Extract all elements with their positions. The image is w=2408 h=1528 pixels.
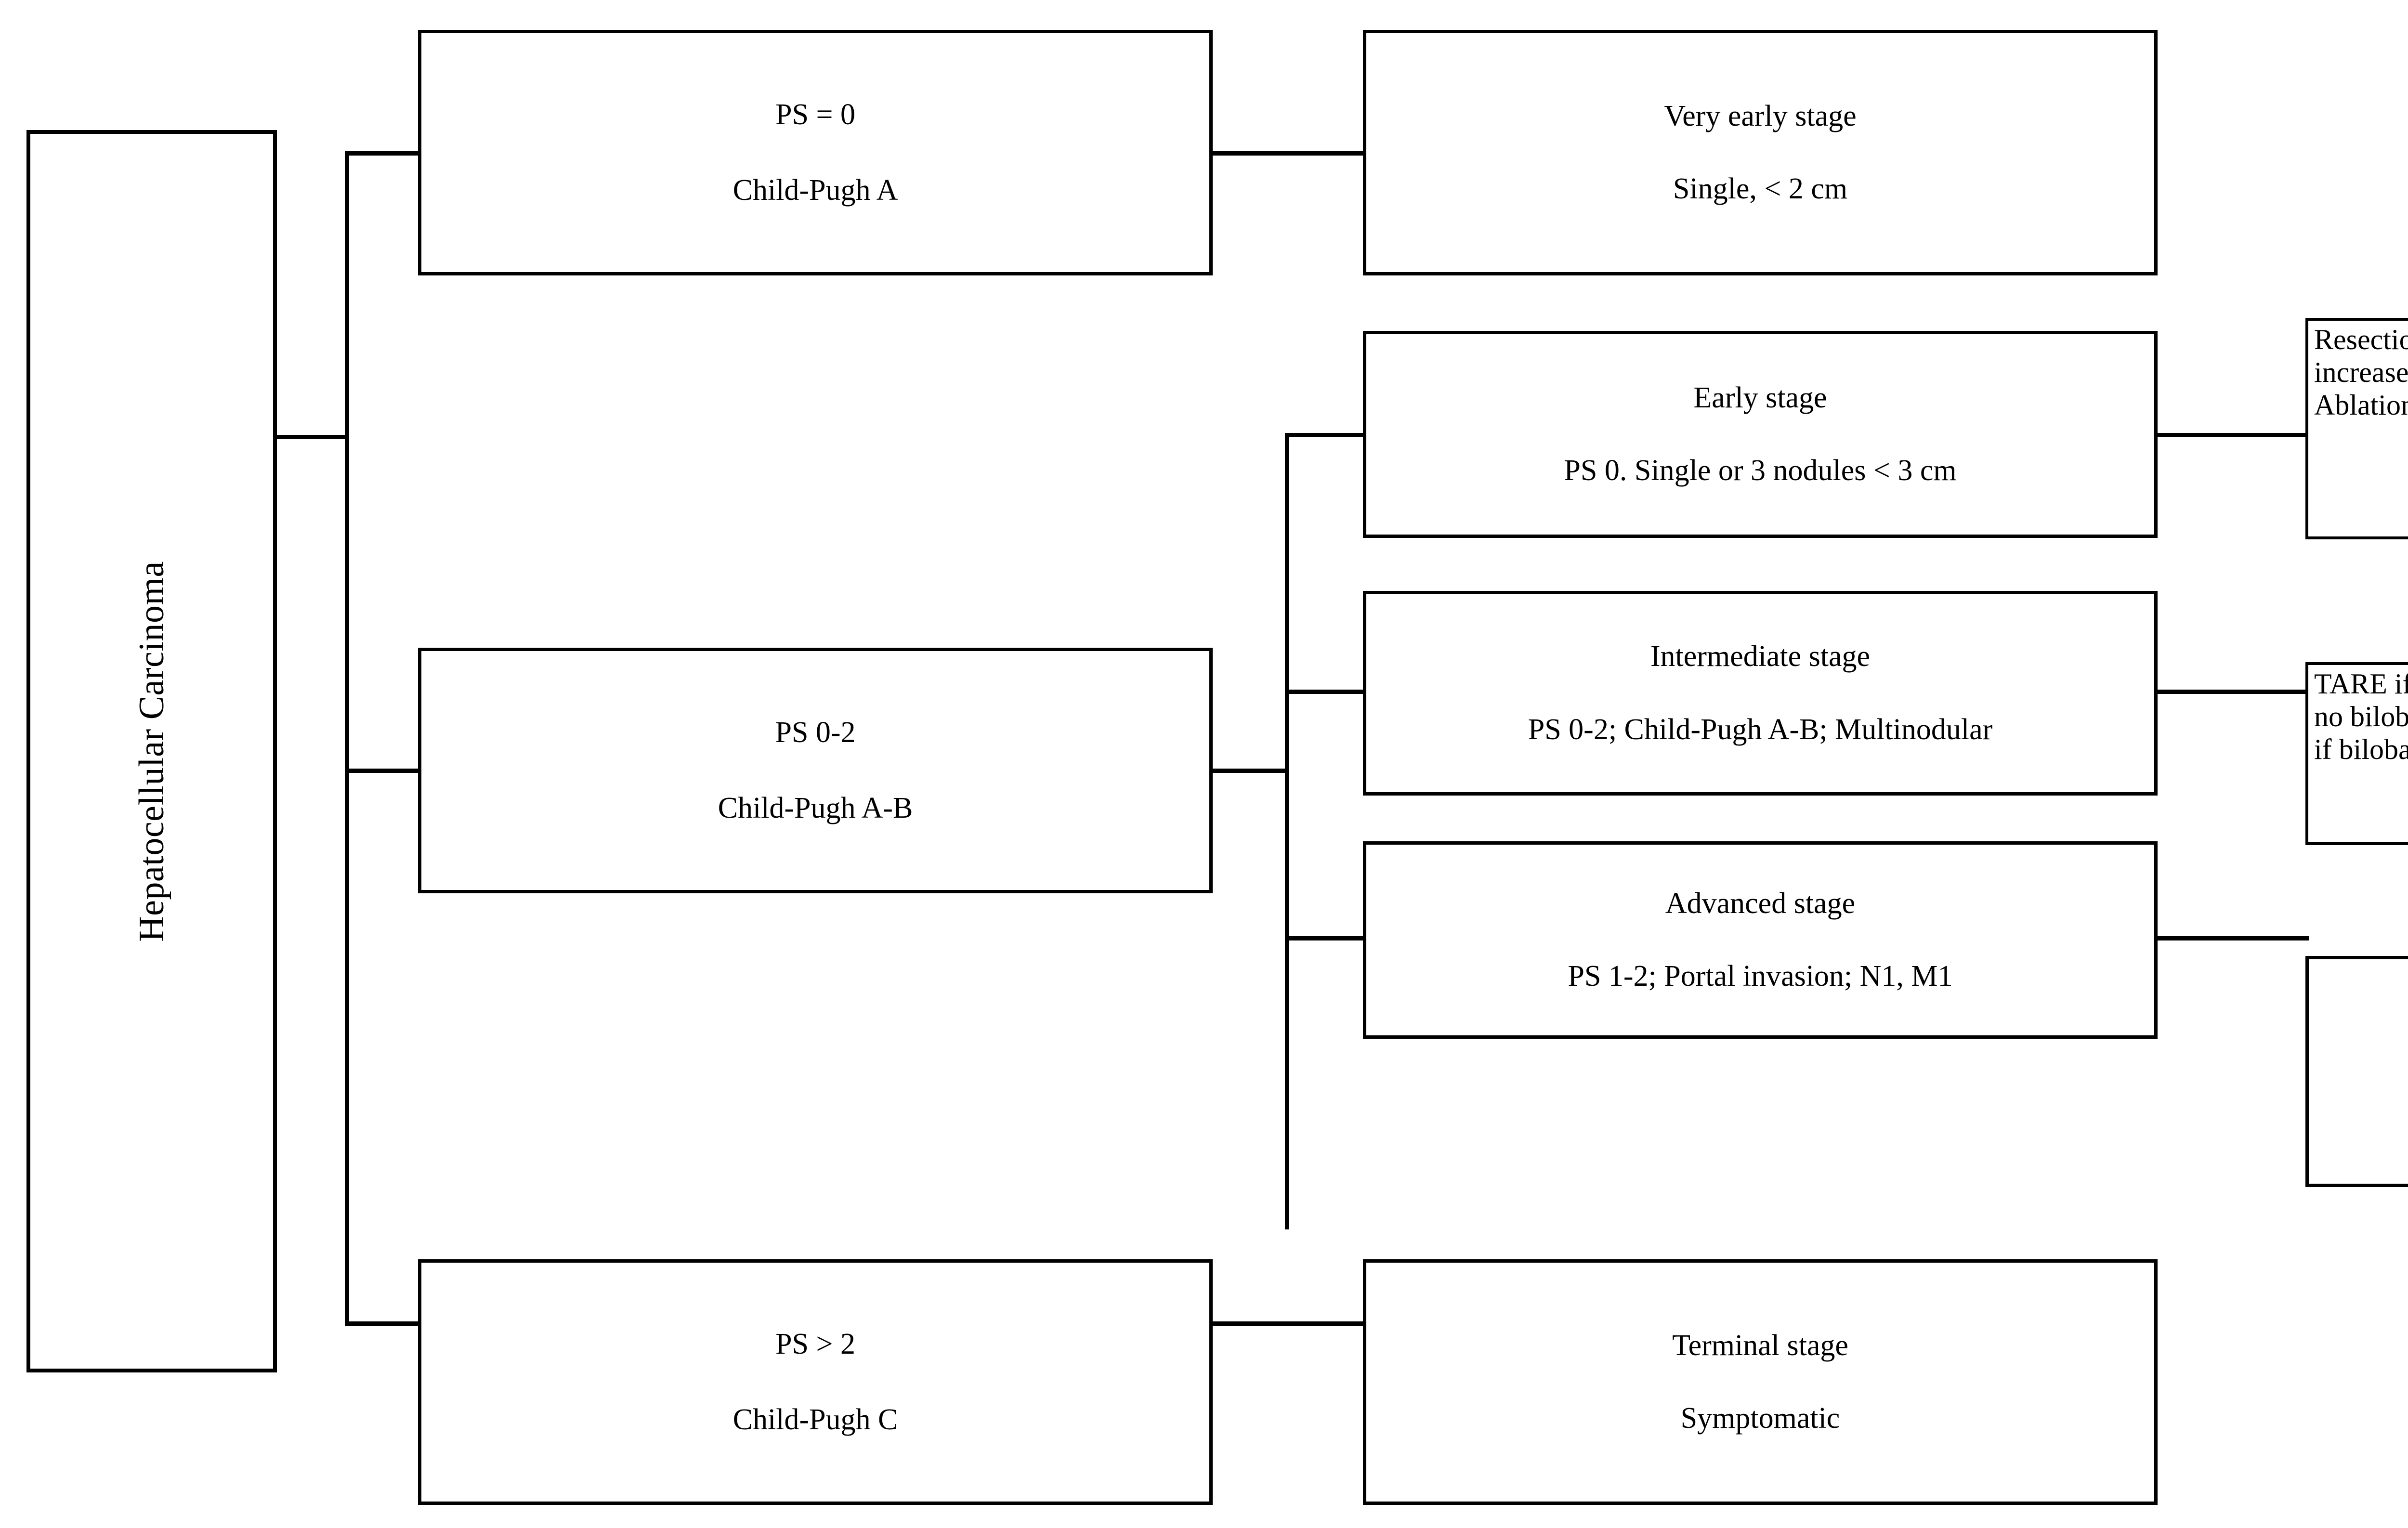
node-curative-treatments-text: Resection: single nodule, normal portal … bbox=[2314, 324, 2408, 421]
node-early-stage-detail: PS 0. Single or 3 nodules < 3 cm bbox=[1564, 454, 1957, 487]
node-advanced-stage-detail: PS 1-2; Portal invasion; N1, M1 bbox=[1568, 960, 1953, 993]
node-very-early-stage[interactable]: Very early stage Single, < 2 cm bbox=[1363, 30, 2158, 275]
connector-ps0-to-very-early bbox=[1210, 151, 1366, 156]
node-early-stage-title: Early stage bbox=[1693, 381, 1827, 414]
node-locoregional-treatments[interactable]: TARE if portal vein thrombosis TACE if n… bbox=[2305, 662, 2408, 845]
node-intermediate-stage-detail: PS 0-2; Child-Pugh A-B; Multinodular bbox=[1528, 713, 1993, 746]
connector-trunk-to-early bbox=[1285, 433, 1367, 437]
connector-stage-trunk-vertical bbox=[1285, 435, 1289, 1229]
node-ps-0-2-line1: PS 0-2 bbox=[775, 716, 856, 749]
node-locoregional-treatments-text: TARE if portal vein thrombosis TACE if n… bbox=[2314, 668, 2408, 765]
node-ps-0-2-line2: Child-Pugh A-B bbox=[718, 792, 913, 824]
connector-advanced-to-new-agents bbox=[2155, 936, 2309, 940]
connector-root-stub bbox=[277, 435, 347, 439]
connector-early-to-curative bbox=[2155, 433, 2309, 437]
node-terminal-stage-title: Terminal stage bbox=[1672, 1329, 1848, 1362]
node-very-early-stage-detail: Single, < 2 cm bbox=[1673, 172, 1848, 205]
connector-intermediate-to-locoregional bbox=[2155, 690, 2309, 694]
node-very-early-stage-title: Very early stage bbox=[1664, 99, 1857, 132]
node-ps-0-line2: Child-Pugh A bbox=[733, 174, 898, 207]
connector-psgt2-to-terminal bbox=[1210, 1321, 1366, 1326]
node-ps-0-2[interactable]: PS 0-2 Child-Pugh A-B bbox=[418, 648, 1213, 893]
node-early-stage[interactable]: Early stage PS 0. Single or 3 nodules < … bbox=[1363, 331, 2158, 538]
connector-trunk-to-ps0 bbox=[345, 151, 419, 156]
node-advanced-stage[interactable]: Advanced stage PS 1-2; Portal invasion; … bbox=[1363, 841, 2158, 1039]
node-new-agents[interactable]: New Agents bbox=[2305, 956, 2408, 1187]
connector-trunk-vertical bbox=[345, 153, 349, 1323]
node-terminal-stage[interactable]: Terminal stage Symptomatic bbox=[1363, 1259, 2158, 1505]
node-ps-greater-than-2-line1: PS > 2 bbox=[775, 1327, 855, 1360]
node-ps-0[interactable]: PS = 0 Child-Pugh A bbox=[418, 30, 1213, 275]
connector-trunk-to-intermediate bbox=[1285, 690, 1367, 694]
connector-ps02-stub bbox=[1210, 769, 1287, 773]
root-node-hepatocellular-carcinoma[interactable]: Hepatocellular Carcinoma bbox=[26, 130, 277, 1372]
node-ps-greater-than-2[interactable]: PS > 2 Child-Pugh C bbox=[418, 1259, 1213, 1505]
node-ps-0-line1: PS = 0 bbox=[775, 98, 855, 131]
node-curative-treatments[interactable]: Resection: single nodule, normal portal … bbox=[2305, 318, 2408, 539]
node-ps-greater-than-2-line2: Child-Pugh C bbox=[733, 1403, 898, 1436]
root-node-label: Hepatocellular Carcinoma bbox=[131, 561, 171, 942]
node-advanced-stage-title: Advanced stage bbox=[1665, 887, 1856, 920]
connector-trunk-to-psgt2 bbox=[345, 1321, 419, 1326]
node-intermediate-stage[interactable]: Intermediate stage PS 0-2; Child-Pugh A-… bbox=[1363, 591, 2158, 796]
connector-trunk-to-ps02 bbox=[345, 769, 419, 773]
node-terminal-stage-detail: Symptomatic bbox=[1680, 1402, 1840, 1435]
node-intermediate-stage-title: Intermediate stage bbox=[1650, 640, 1871, 673]
connector-trunk-to-advanced bbox=[1285, 936, 1367, 940]
